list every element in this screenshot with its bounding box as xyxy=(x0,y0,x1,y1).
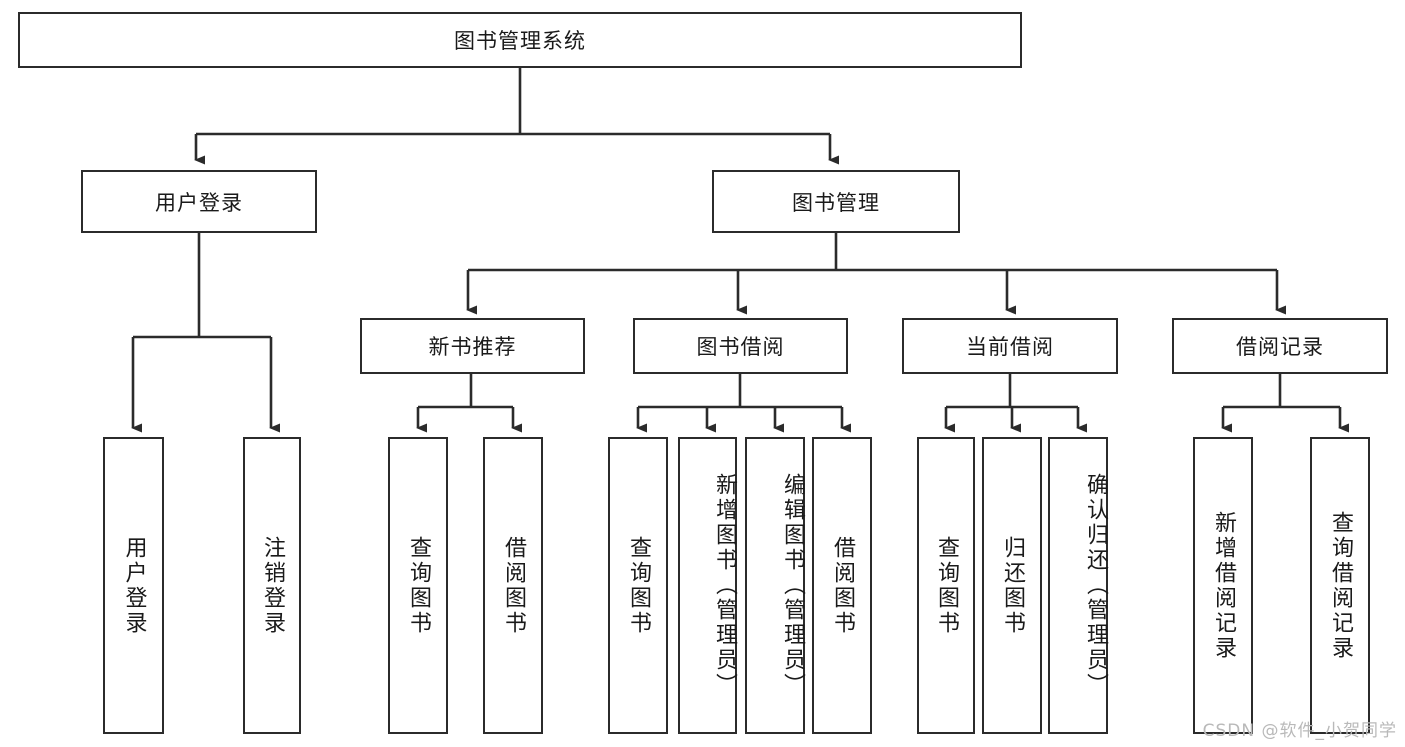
node-leaf-query-book-rec-label: 查询图书 xyxy=(406,535,431,636)
node-new-book-recommend[interactable]: 新书推荐 xyxy=(360,318,585,374)
node-leaf-add-borrow-record[interactable]: 新增借阅记录 xyxy=(1193,437,1253,734)
node-leaf-query-borrow-record-label: 查询借阅记录 xyxy=(1328,510,1353,661)
node-new-book-recommend-label: 新书推荐 xyxy=(428,335,517,359)
node-book-borrow-label: 图书借阅 xyxy=(696,335,785,359)
node-leaf-user-login[interactable]: 用户登录 xyxy=(103,437,164,734)
node-user-login-group-label: 用户登录 xyxy=(155,190,243,215)
node-leaf-query-book-borrow[interactable]: 查询图书 xyxy=(608,437,668,734)
node-leaf-add-book-admin-label: 新增图书（管理员） xyxy=(712,473,737,698)
node-leaf-confirm-return-admin[interactable]: 确认归还（管理员） xyxy=(1048,437,1108,734)
node-leaf-edit-book-admin-label: 编辑图书（管理员） xyxy=(780,473,805,698)
node-leaf-logout[interactable]: 注销登录 xyxy=(243,437,301,734)
watermark-text: CSDN @软件_小贺同学 xyxy=(1202,721,1397,741)
node-current-borrow-label: 当前借阅 xyxy=(966,335,1054,359)
node-leaf-add-borrow-record-label: 新增借阅记录 xyxy=(1211,510,1236,661)
node-current-borrow[interactable]: 当前借阅 xyxy=(902,318,1118,374)
node-root[interactable]: 图书管理系统 xyxy=(18,12,1022,68)
node-root-label: 图书管理系统 xyxy=(454,29,586,53)
node-leaf-return-book[interactable]: 归还图书 xyxy=(982,437,1042,734)
node-book-borrow[interactable]: 图书借阅 xyxy=(633,318,848,374)
node-leaf-query-borrow-record[interactable]: 查询借阅记录 xyxy=(1310,437,1370,734)
node-borrow-record[interactable]: 借阅记录 xyxy=(1172,318,1388,374)
node-user-login-group[interactable]: 用户登录 xyxy=(81,170,317,233)
node-leaf-return-book-label: 归还图书 xyxy=(1000,535,1025,636)
node-leaf-query-book-rec[interactable]: 查询图书 xyxy=(388,437,448,734)
node-leaf-confirm-return-admin-label: 确认归还（管理员） xyxy=(1083,473,1108,698)
node-leaf-borrow-book-label: 借阅图书 xyxy=(830,535,855,636)
node-leaf-edit-book-admin[interactable]: 编辑图书（管理员） xyxy=(745,437,805,734)
node-leaf-user-login-label: 用户登录 xyxy=(121,535,147,636)
node-leaf-borrow-book-rec-label: 借阅图书 xyxy=(501,535,526,636)
node-leaf-query-book-borrow-label: 查询图书 xyxy=(626,535,651,636)
node-leaf-add-book-admin[interactable]: 新增图书（管理员） xyxy=(678,437,737,734)
node-leaf-query-book-current[interactable]: 查询图书 xyxy=(917,437,975,734)
node-book-manage-group[interactable]: 图书管理 xyxy=(712,170,960,233)
node-leaf-borrow-book[interactable]: 借阅图书 xyxy=(812,437,872,734)
node-borrow-record-label: 借阅记录 xyxy=(1236,335,1324,359)
node-leaf-query-book-current-label: 查询图书 xyxy=(934,535,959,636)
node-leaf-borrow-book-rec[interactable]: 借阅图书 xyxy=(483,437,543,734)
node-book-manage-group-label: 图书管理 xyxy=(792,190,880,215)
node-leaf-logout-label: 注销登录 xyxy=(260,535,285,636)
